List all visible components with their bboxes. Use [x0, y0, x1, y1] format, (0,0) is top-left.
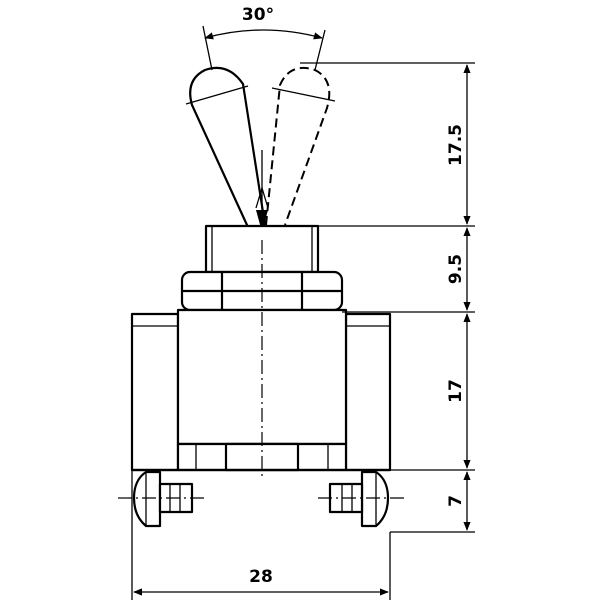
body-width-label: 28: [249, 567, 273, 587]
extension-lines: [131, 62, 475, 600]
dim-body-width: 28: [133, 567, 389, 596]
lever-solid: [185, 66, 267, 227]
dim-body-height: 17: [446, 313, 471, 469]
lever-height-label: 17.5: [446, 124, 466, 166]
terminal-height-label: 7: [446, 495, 466, 507]
angle-dimension: 30°: [202, 5, 326, 71]
dim-lever-height: 17.5: [446, 64, 471, 225]
lever-dashed-alternate-position: [265, 66, 336, 226]
dim-bushing-height: 9.5: [446, 227, 471, 311]
bushing-height-label: 9.5: [446, 254, 466, 284]
terminal-left: [118, 470, 204, 528]
angle-label: 30°: [242, 5, 274, 25]
terminal-right: [318, 470, 404, 528]
dim-terminal-height: 7: [446, 471, 471, 531]
body-height-label: 17: [446, 379, 466, 403]
switch-body: [130, 308, 392, 472]
